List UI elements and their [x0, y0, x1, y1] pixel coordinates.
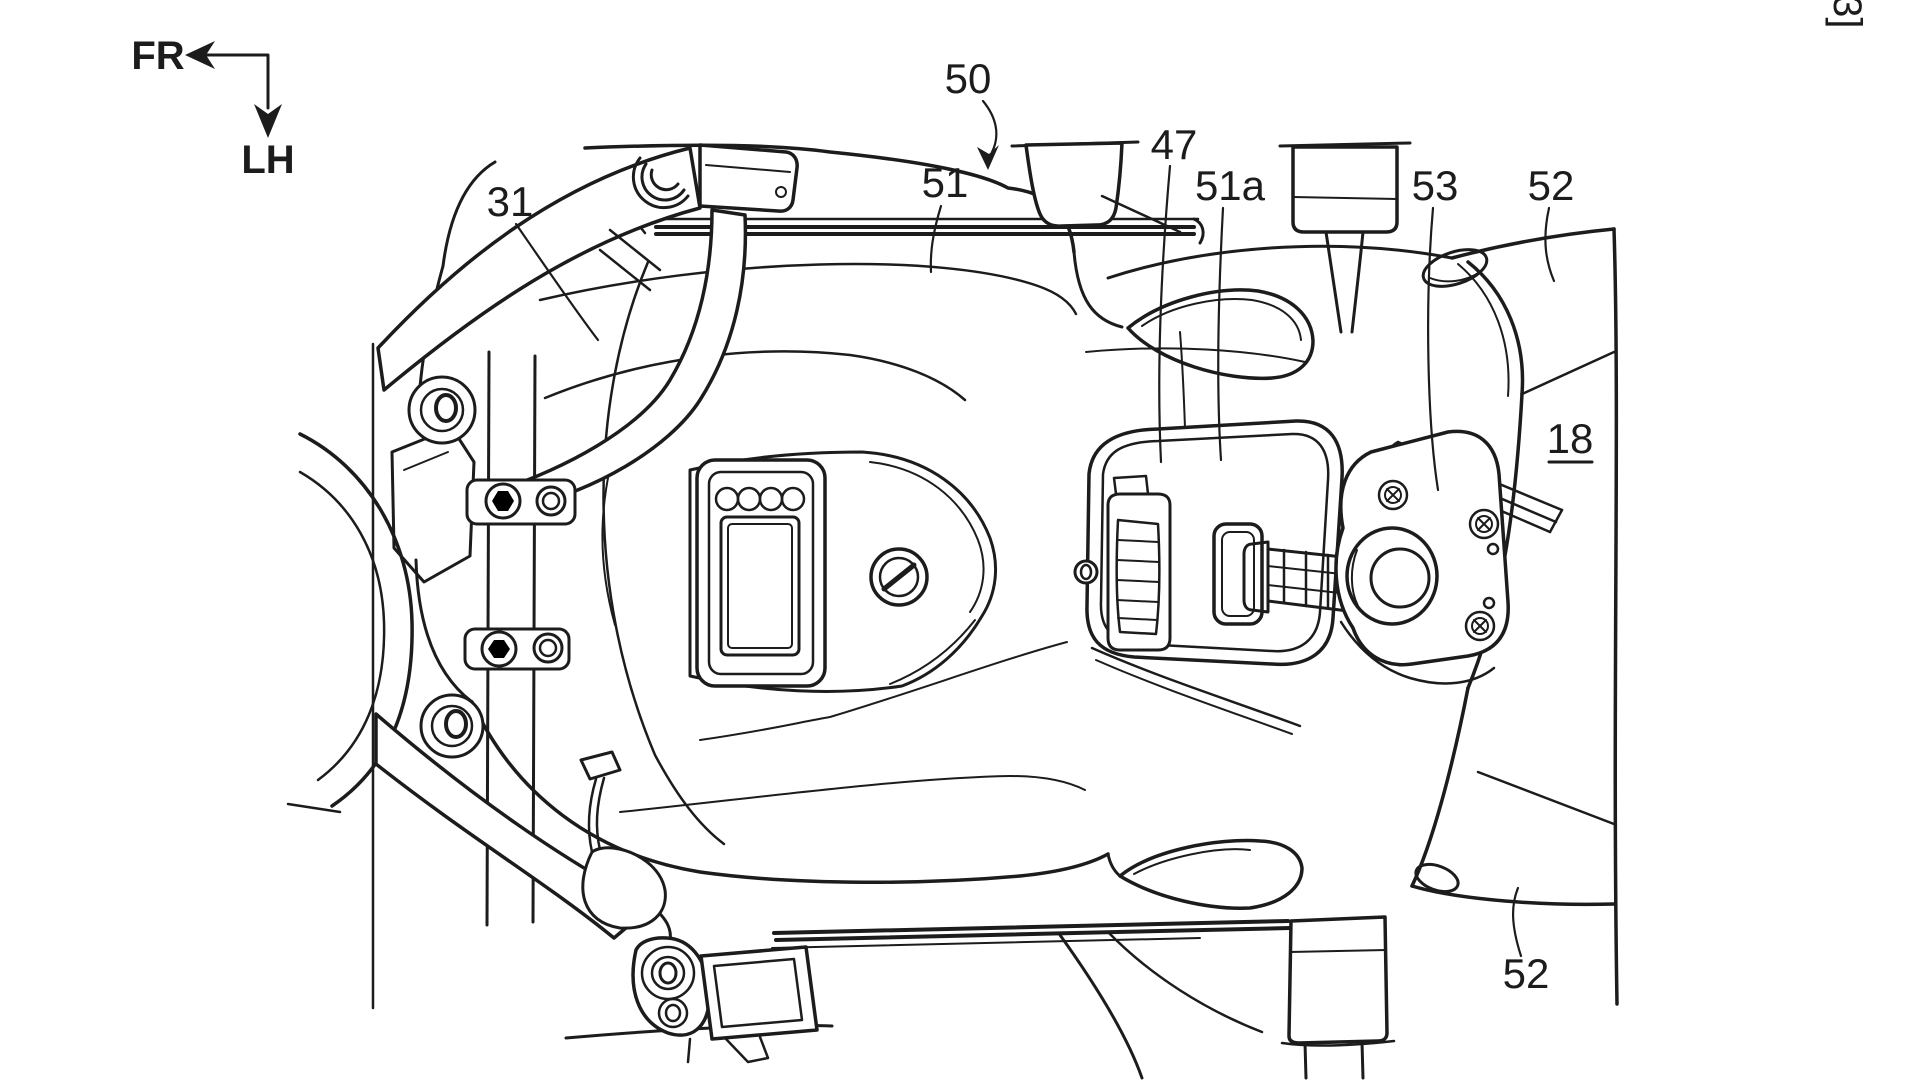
- seat-right-edge: [1614, 229, 1617, 1004]
- top-rail-end-hook: [1194, 219, 1203, 243]
- bottom-bracket-leg: [1305, 1043, 1306, 1078]
- leader-50: [983, 101, 996, 152]
- leader-52-top: [1545, 208, 1554, 281]
- leader-50-arrowhead-icon: [977, 145, 999, 170]
- rect-bracket: [1293, 147, 1397, 232]
- lock-screw: [1379, 481, 1407, 509]
- lock-screw: [1466, 612, 1494, 640]
- ref-label-51: 51: [922, 159, 969, 206]
- tank-neck-top: [1074, 252, 1122, 327]
- steering-stem-body: [392, 428, 474, 582]
- tank-lower-crease: [620, 776, 1085, 812]
- leader-51: [931, 206, 941, 272]
- figure-number-label: [3]: [1825, 0, 1869, 28]
- seat-front-edge-inner: [1458, 264, 1509, 396]
- switch-block-tab: [726, 1037, 768, 1062]
- tank-bottom-edge: [472, 702, 1108, 882]
- switch-block-foot: [688, 1039, 690, 1062]
- switch-pod-assembly: [633, 932, 1262, 1078]
- side-cover-top-edge: [1108, 246, 1452, 278]
- ref-label-31: 31: [487, 178, 534, 225]
- lower-stem-mount: [421, 695, 483, 757]
- seat-top-edge: [1452, 229, 1614, 258]
- tank-inner-top-crease: [540, 264, 1076, 314]
- headstock-arc-inner: [300, 472, 384, 780]
- handlebar-left-tube: [378, 148, 700, 390]
- instrument-panel: [697, 460, 927, 686]
- bottom-bracket: [1289, 917, 1387, 1043]
- tail-cowl-line: [1108, 932, 1262, 1032]
- ref-label-18: 18: [1547, 415, 1594, 462]
- lock-screw: [1470, 510, 1498, 538]
- steering-stem-detail: [404, 452, 448, 470]
- ref-label-53: 53: [1412, 162, 1459, 209]
- ref-label-50: 50: [945, 55, 992, 102]
- seat-lock-assembly: [1244, 431, 1562, 683]
- front-direction-label: FR: [131, 34, 184, 78]
- upper-stem-mount: [409, 377, 475, 443]
- seat-bottom-notch: [1412, 859, 1462, 897]
- ref-label-47: 47: [1151, 121, 1198, 168]
- left-direction-label: LH: [241, 138, 294, 182]
- ref-label-52-bottom: 52: [1503, 950, 1550, 997]
- cable-guide-flag: [581, 752, 620, 779]
- filler-lid-tab: [1114, 476, 1148, 494]
- tank-shoulder-crease: [545, 351, 965, 400]
- ref-label-51a: 51a: [1195, 162, 1266, 209]
- tank-neck-bottom: [1108, 854, 1120, 876]
- seat-crease-bottom: [1478, 772, 1614, 824]
- rear-lower-cover-edge-inner: [1096, 660, 1292, 734]
- lock-cylinder-boss: [1347, 528, 1437, 624]
- cup-bracket: [1026, 143, 1122, 226]
- tail-cowl-line: [1060, 935, 1142, 1078]
- seat-crease-top: [1522, 352, 1614, 394]
- seat-bottom-left-edge: [1412, 688, 1468, 886]
- bar-clamp-block: [700, 145, 797, 211]
- ref-label-52-top: 52: [1528, 162, 1575, 209]
- rear-cover-wing-top: [1128, 290, 1313, 378]
- leader-52-bottom: [1513, 888, 1521, 956]
- bottom-bracket-leg: [1362, 1042, 1363, 1078]
- direction-indicator: FR LH: [131, 34, 294, 182]
